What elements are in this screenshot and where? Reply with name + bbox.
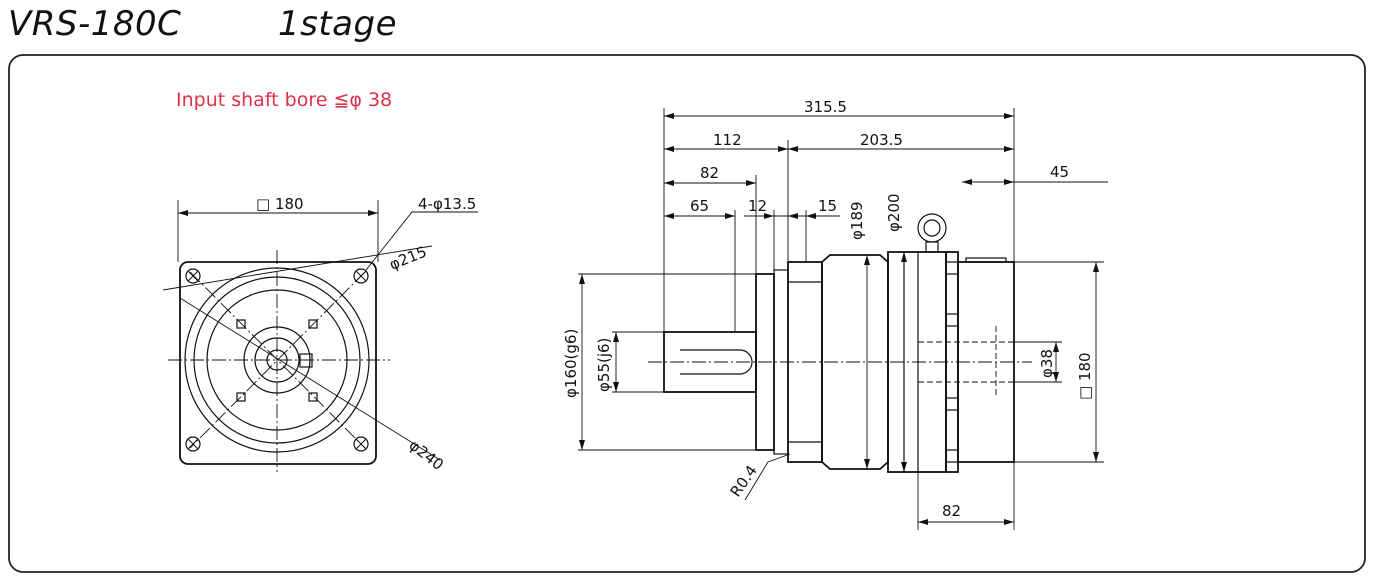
flange-thickness-dim: 12 xyxy=(748,197,767,215)
dia-189-dim: φ189 xyxy=(848,201,866,240)
adapter-length-bottom-dim: 82 xyxy=(942,502,961,520)
tapped-hole xyxy=(236,392,246,402)
front-square-dim: □ 180 xyxy=(256,195,304,213)
eye-bolt xyxy=(917,213,947,243)
motor-square-dim: □ 180 xyxy=(1076,352,1094,400)
bore-dia-dim: φ38 xyxy=(1038,349,1056,378)
front-flange-square xyxy=(179,261,377,465)
stage-title: 1stage xyxy=(278,4,398,44)
shaft-keyway xyxy=(680,349,753,375)
front-key xyxy=(299,353,313,368)
step-dim: 15 xyxy=(818,197,837,215)
shaft-dia-dim: φ55(j6) xyxy=(595,338,613,392)
corner-hole xyxy=(353,436,369,452)
holes-dim: 4-φ13.5 xyxy=(418,195,476,213)
dia-200-dim: φ200 xyxy=(885,193,903,232)
overall-length-dim: 315.5 xyxy=(804,98,847,116)
drawing-frame xyxy=(8,54,1366,573)
key-length-dim: 65 xyxy=(690,197,709,215)
tapped-hole xyxy=(308,392,318,402)
body-length-dim: 203.5 xyxy=(860,131,903,149)
input-bore-note: Input shaft bore ≦φ 38 xyxy=(176,89,392,111)
model-title: VRS-180C xyxy=(8,4,182,44)
flange-motor-dim: 112 xyxy=(713,131,742,149)
adapter-length-dim: 45 xyxy=(1050,163,1069,181)
shaft-length-dim: 82 xyxy=(700,164,719,182)
pcd-dim: φ215 xyxy=(387,243,429,274)
radius-dim: R0.4 xyxy=(727,462,761,500)
tapped-hole xyxy=(236,319,246,329)
pilot-dia-dim: φ160(g6) xyxy=(562,329,580,398)
side-view: 315.5 112 203.5 82 65 12 15 45 φ189 φ200… xyxy=(562,98,1108,530)
corner-hole xyxy=(185,436,201,452)
outer-dia-dim: φ240 xyxy=(406,436,447,474)
corner-hole xyxy=(353,268,369,284)
tapped-hole xyxy=(308,319,318,329)
corner-hole xyxy=(185,268,201,284)
front-view: □ 180 4-φ13.5 φ215 φ240 xyxy=(162,195,478,474)
